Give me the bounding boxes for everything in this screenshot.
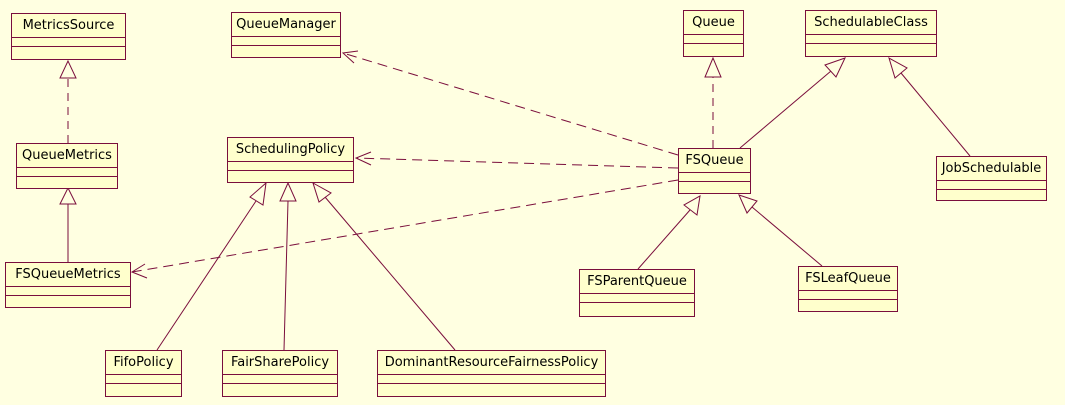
class-fifopolicy[interactable]: FifoPolicy bbox=[105, 350, 182, 397]
rel-drfpolicy-schedulingpolicy-arrowhead bbox=[312, 181, 332, 203]
class-fsqueue-name: FSQueue bbox=[679, 149, 750, 173]
rel-fsqueue-schedulableclass-line bbox=[739, 70, 832, 149]
class-schedulingpolicy-operations bbox=[228, 171, 353, 182]
class-queue-name: Queue bbox=[684, 11, 743, 35]
class-dominantresourcefairnesspolicy-operations bbox=[378, 384, 605, 396]
class-fairsharepolicy-operations bbox=[223, 384, 337, 396]
class-schedulableclass-name: SchedulableClass bbox=[806, 11, 936, 35]
class-fsleafqueue-attributes bbox=[799, 291, 897, 300]
class-metricssource-attributes bbox=[12, 38, 125, 47]
class-queue-operations bbox=[684, 44, 743, 56]
class-fairsharepolicy-attributes bbox=[223, 375, 337, 384]
rel-fsqueue-queuemanager-arrowhead bbox=[341, 50, 359, 64]
rel-queuemetrics-metricssource-arrowhead bbox=[59, 59, 77, 79]
rel-fairsharepolicy-schedulingpolicy-arrowhead bbox=[279, 181, 297, 202]
class-fsleafqueue-name: FSLeafQueue bbox=[799, 267, 897, 291]
class-fairsharepolicy-name: FairSharePolicy bbox=[223, 351, 337, 375]
rel-fsqueue-fsqueuemetrics-arrowhead bbox=[130, 263, 148, 279]
class-jobschedulable-operations bbox=[937, 190, 1046, 200]
class-schedulingpolicy-attributes bbox=[228, 162, 353, 171]
rel-fsleafqueue-fsqueue-line bbox=[751, 206, 823, 267]
rel-fsqueue-schedulableclass-arrowhead bbox=[824, 57, 846, 78]
class-fifopolicy-attributes bbox=[106, 375, 181, 384]
class-schedulingpolicy-name: SchedulingPolicy bbox=[228, 138, 353, 162]
rel-fsparentqueue-fsqueue-arrowhead bbox=[683, 195, 701, 216]
class-fsleafqueue[interactable]: FSLeafQueue bbox=[798, 266, 898, 312]
class-fsqueue-operations bbox=[679, 182, 750, 193]
class-queuemanager-attributes bbox=[232, 37, 340, 46]
class-metricssource-name: MetricsSource bbox=[12, 14, 125, 38]
class-queuemetrics-operations bbox=[17, 177, 117, 188]
class-schedulableclass[interactable]: SchedulableClass bbox=[805, 10, 937, 57]
rel-fsqueue-queue-arrowhead bbox=[704, 56, 722, 78]
class-queuemanager-operations bbox=[232, 46, 340, 57]
class-jobschedulable-attributes bbox=[937, 181, 1046, 190]
rel-fsqueuemetrics-queuemetrics-arrowhead bbox=[59, 186, 77, 205]
class-fsqueuemetrics-attributes bbox=[6, 287, 130, 296]
class-fsparentqueue-operations bbox=[580, 303, 694, 316]
class-queuemetrics-attributes bbox=[17, 168, 117, 177]
class-fsleafqueue-operations bbox=[799, 300, 897, 311]
class-fsqueuemetrics-operations bbox=[6, 296, 130, 307]
rel-fsqueue-fsqueuemetrics-line bbox=[131, 179, 679, 273]
rel-fsparentqueue-fsqueue-line bbox=[637, 209, 691, 270]
class-queue-attributes bbox=[684, 35, 743, 44]
class-dominantresourcefairnesspolicy-attributes bbox=[378, 375, 605, 384]
class-dominantresourcefairnesspolicy[interactable]: DominantResourceFairnessPolicy bbox=[377, 350, 606, 397]
rel-fifopolicy-schedulingpolicy-line bbox=[156, 200, 257, 351]
class-jobschedulable-name: JobSchedulable bbox=[937, 157, 1046, 181]
class-fifopolicy-operations bbox=[106, 384, 181, 396]
class-queuemetrics-name: QueueMetrics bbox=[17, 144, 117, 168]
rel-fsqueue-schedulingpolicy-arrowhead bbox=[354, 151, 372, 166]
class-queuemanager[interactable]: QueueManager bbox=[231, 12, 341, 58]
class-queuemanager-name: QueueManager bbox=[232, 13, 340, 37]
class-schedulableclass-attributes bbox=[806, 35, 936, 44]
class-metricssource-operations bbox=[12, 47, 125, 59]
rel-fifopolicy-schedulingpolicy-arrowhead bbox=[249, 181, 267, 206]
rel-fsleafqueue-fsqueue-arrowhead bbox=[738, 194, 758, 214]
class-fsparentqueue-name: FSParentQueue bbox=[580, 270, 694, 294]
rel-fairsharepolicy-schedulingpolicy-line bbox=[283, 200, 289, 351]
rel-jobschedulable-schedulableclass-line bbox=[900, 72, 971, 157]
class-schedulableclass-operations bbox=[806, 44, 936, 56]
rel-fsqueue-queuemanager-line bbox=[342, 52, 679, 156]
rel-fsqueue-schedulingpolicy-line bbox=[355, 157, 679, 169]
class-schedulingpolicy[interactable]: SchedulingPolicy bbox=[227, 137, 354, 183]
class-fsqueue[interactable]: FSQueue bbox=[678, 148, 751, 194]
rel-jobschedulable-schedulableclass-arrowhead bbox=[888, 56, 908, 79]
class-queue[interactable]: Queue bbox=[683, 10, 744, 57]
class-fifopolicy-name: FifoPolicy bbox=[106, 351, 181, 375]
class-fsqueuemetrics[interactable]: FSQueueMetrics bbox=[5, 262, 131, 308]
class-dominantresourcefairnesspolicy-name: DominantResourceFairnessPolicy bbox=[378, 351, 605, 375]
class-fairsharepolicy[interactable]: FairSharePolicy bbox=[222, 350, 338, 397]
class-fsparentqueue[interactable]: FSParentQueue bbox=[579, 269, 695, 317]
rel-drfpolicy-schedulingpolicy-line bbox=[324, 196, 456, 351]
class-fsparentqueue-attributes bbox=[580, 294, 694, 303]
class-jobschedulable[interactable]: JobSchedulable bbox=[936, 156, 1047, 201]
class-fsqueue-attributes bbox=[679, 173, 750, 182]
class-fsqueuemetrics-name: FSQueueMetrics bbox=[6, 263, 130, 287]
class-metricssource[interactable]: MetricsSource bbox=[11, 13, 126, 60]
class-queuemetrics[interactable]: QueueMetrics bbox=[16, 143, 118, 189]
